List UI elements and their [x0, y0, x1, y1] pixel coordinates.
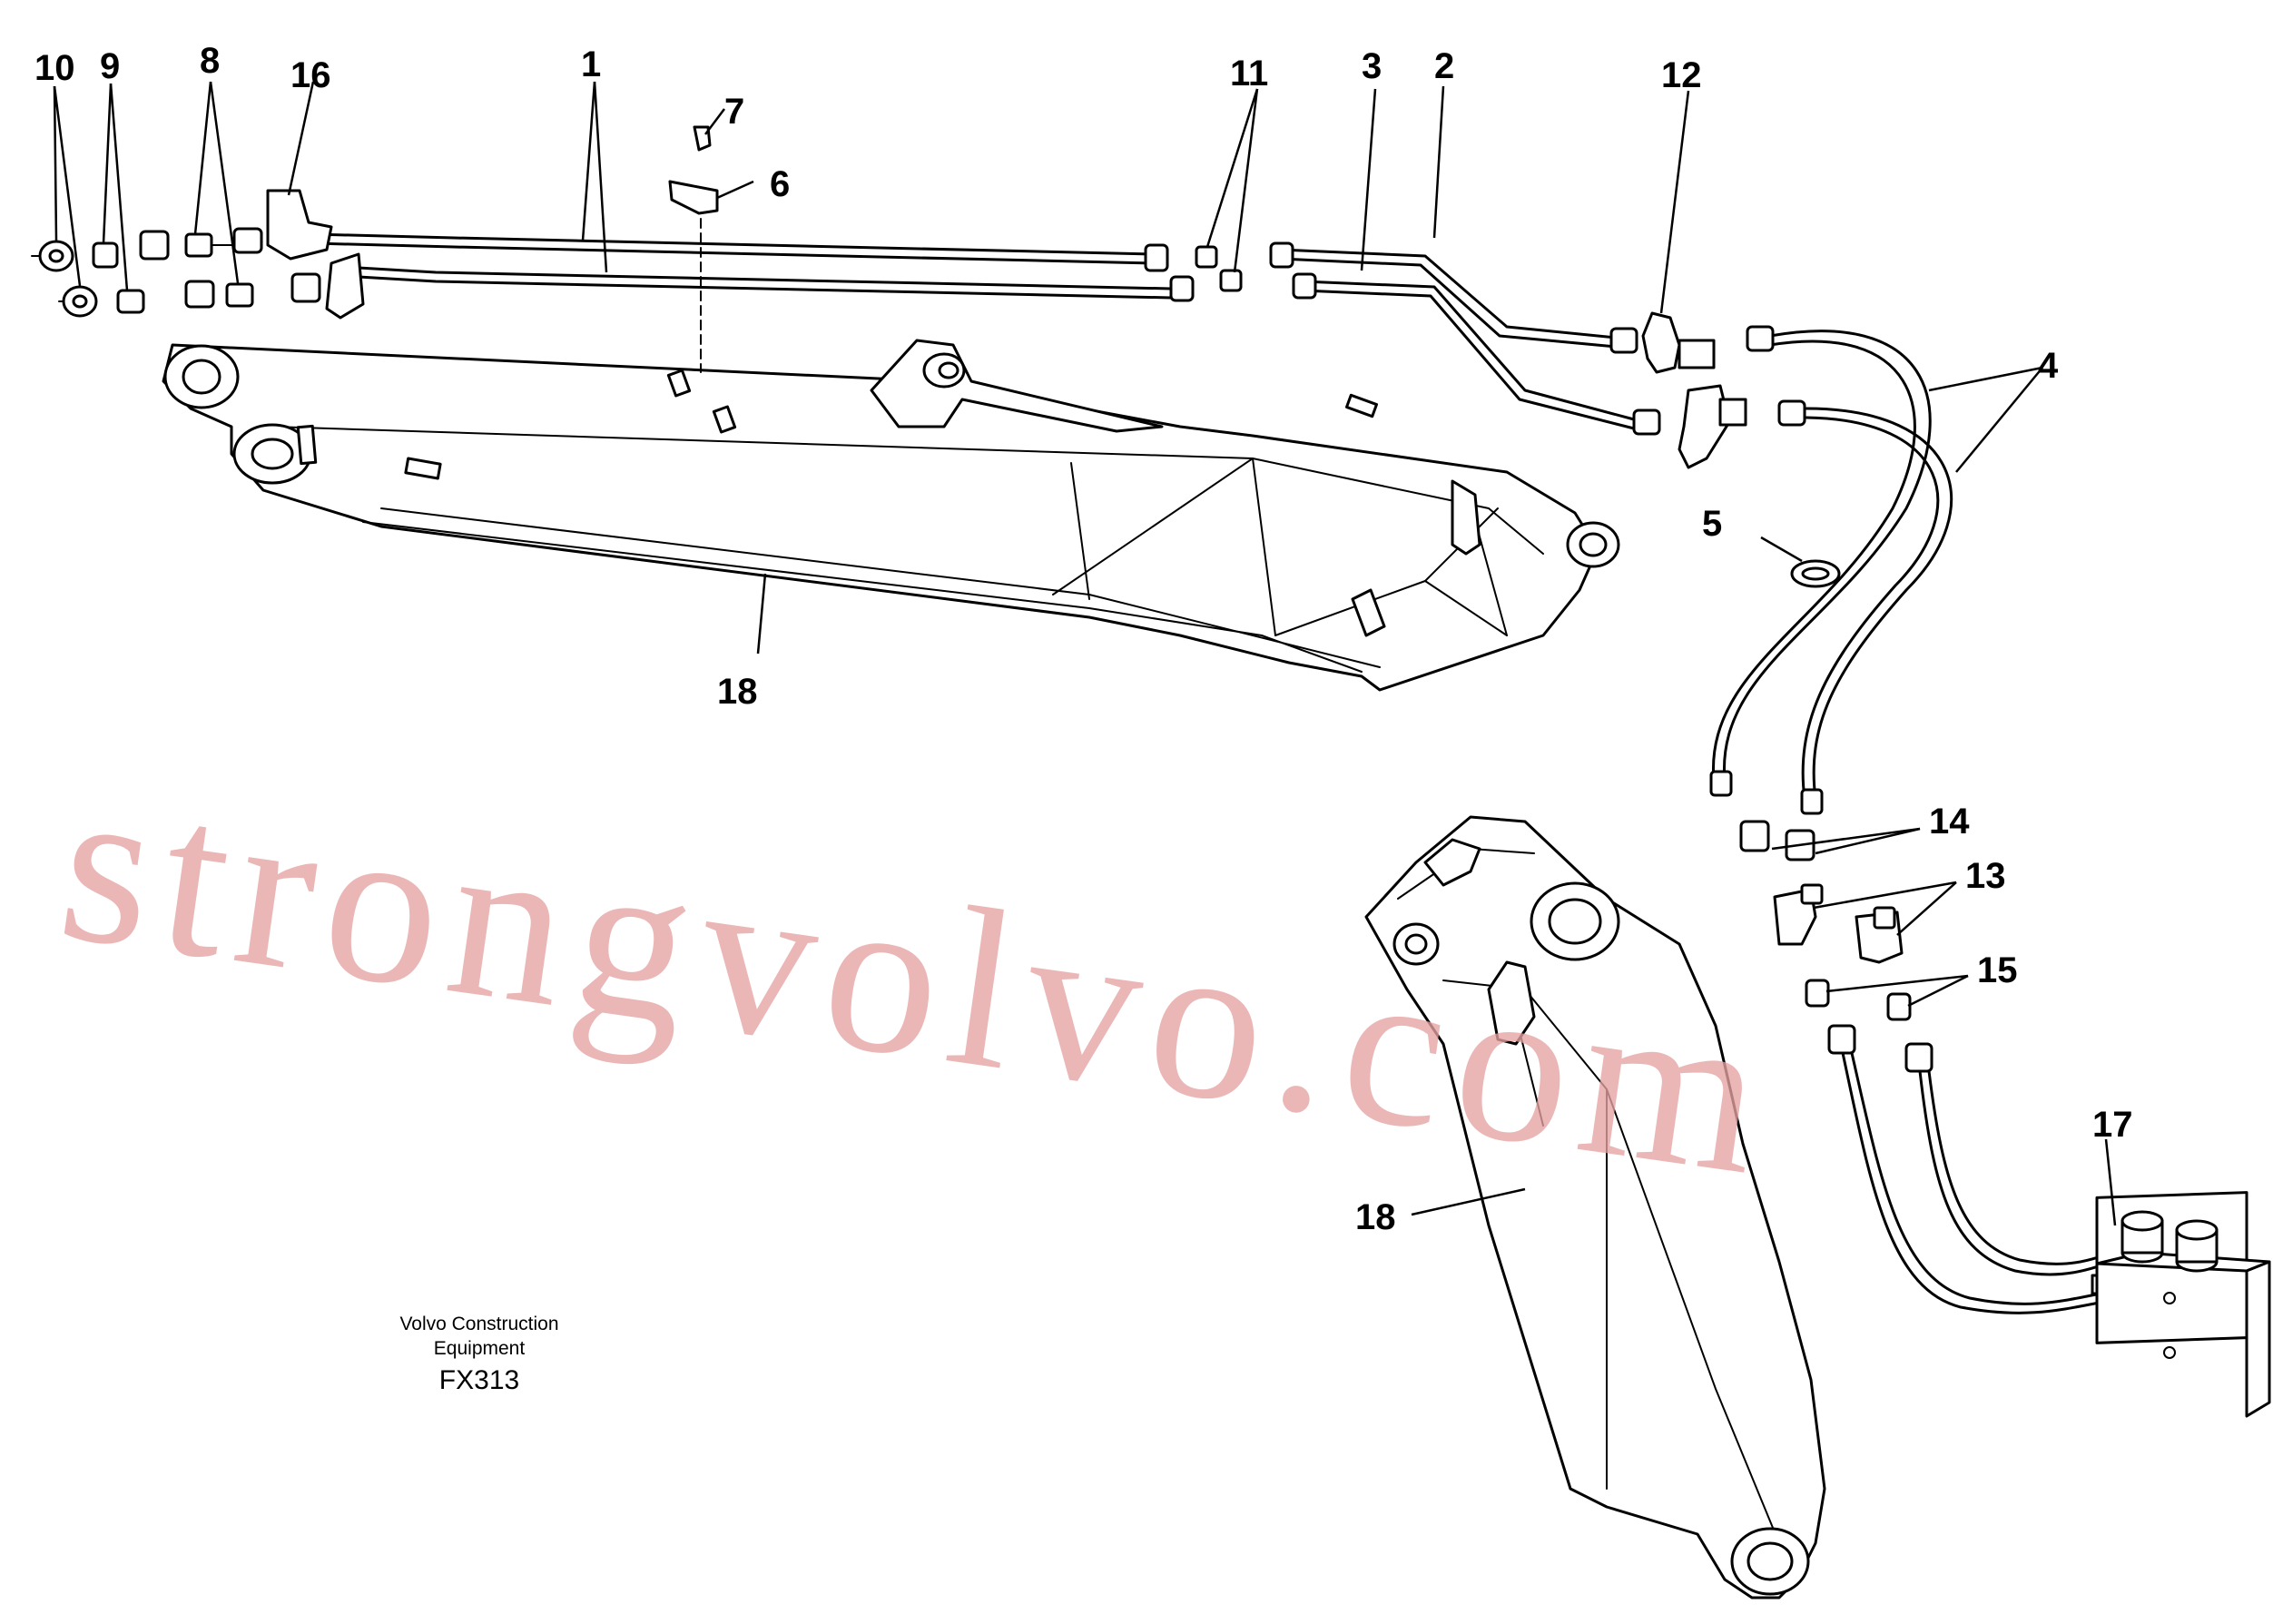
- credit-line-2: Equipment: [434, 1338, 526, 1359]
- leader-lines: [53, 81, 2117, 1226]
- boom-drawing: [162, 339, 1620, 692]
- hoses: [1709, 325, 1953, 815]
- callout-7: 7: [724, 92, 744, 132]
- callout-12: 12: [1661, 55, 1702, 95]
- callout-13: 13: [1965, 856, 2006, 896]
- callout-11: 11: [1230, 54, 1268, 94]
- callout-17: 17: [2092, 1105, 2133, 1145]
- callout-1: 1: [581, 44, 601, 84]
- valve-block: [2091, 1191, 2271, 1418]
- credit-block: Volvo Construction Equipment FX313: [399, 1314, 558, 1395]
- callout-3: 3: [1362, 46, 1382, 86]
- callout-4: 4: [2038, 346, 2059, 386]
- watermark-text: strongvolvo.com: [47, 735, 1787, 1224]
- callout-18-arm: 18: [1355, 1197, 1396, 1237]
- callout-10: 10: [34, 48, 75, 88]
- callout-2: 2: [1434, 46, 1454, 86]
- figure-code: FX313: [439, 1365, 519, 1395]
- left-fittings: [31, 189, 365, 320]
- callout-labels: 10 9 8 16 1 7 6 11 3 2 12 4 5 18 14 13 1…: [34, 41, 2133, 1237]
- callout-6: 6: [770, 164, 790, 204]
- callout-15: 15: [1977, 950, 2018, 990]
- pipe-lines: [311, 203, 1636, 430]
- right-brackets: [1609, 311, 1747, 469]
- callout-16: 16: [290, 55, 331, 95]
- callout-8: 8: [200, 41, 220, 81]
- credit-line-1: Volvo Construction: [399, 1314, 558, 1334]
- callout-18-boom: 18: [717, 672, 758, 712]
- callout-5: 5: [1702, 504, 1722, 544]
- callout-14: 14: [1929, 802, 1970, 842]
- arm-drawing: [1364, 815, 1826, 1599]
- callout-9: 9: [100, 46, 120, 86]
